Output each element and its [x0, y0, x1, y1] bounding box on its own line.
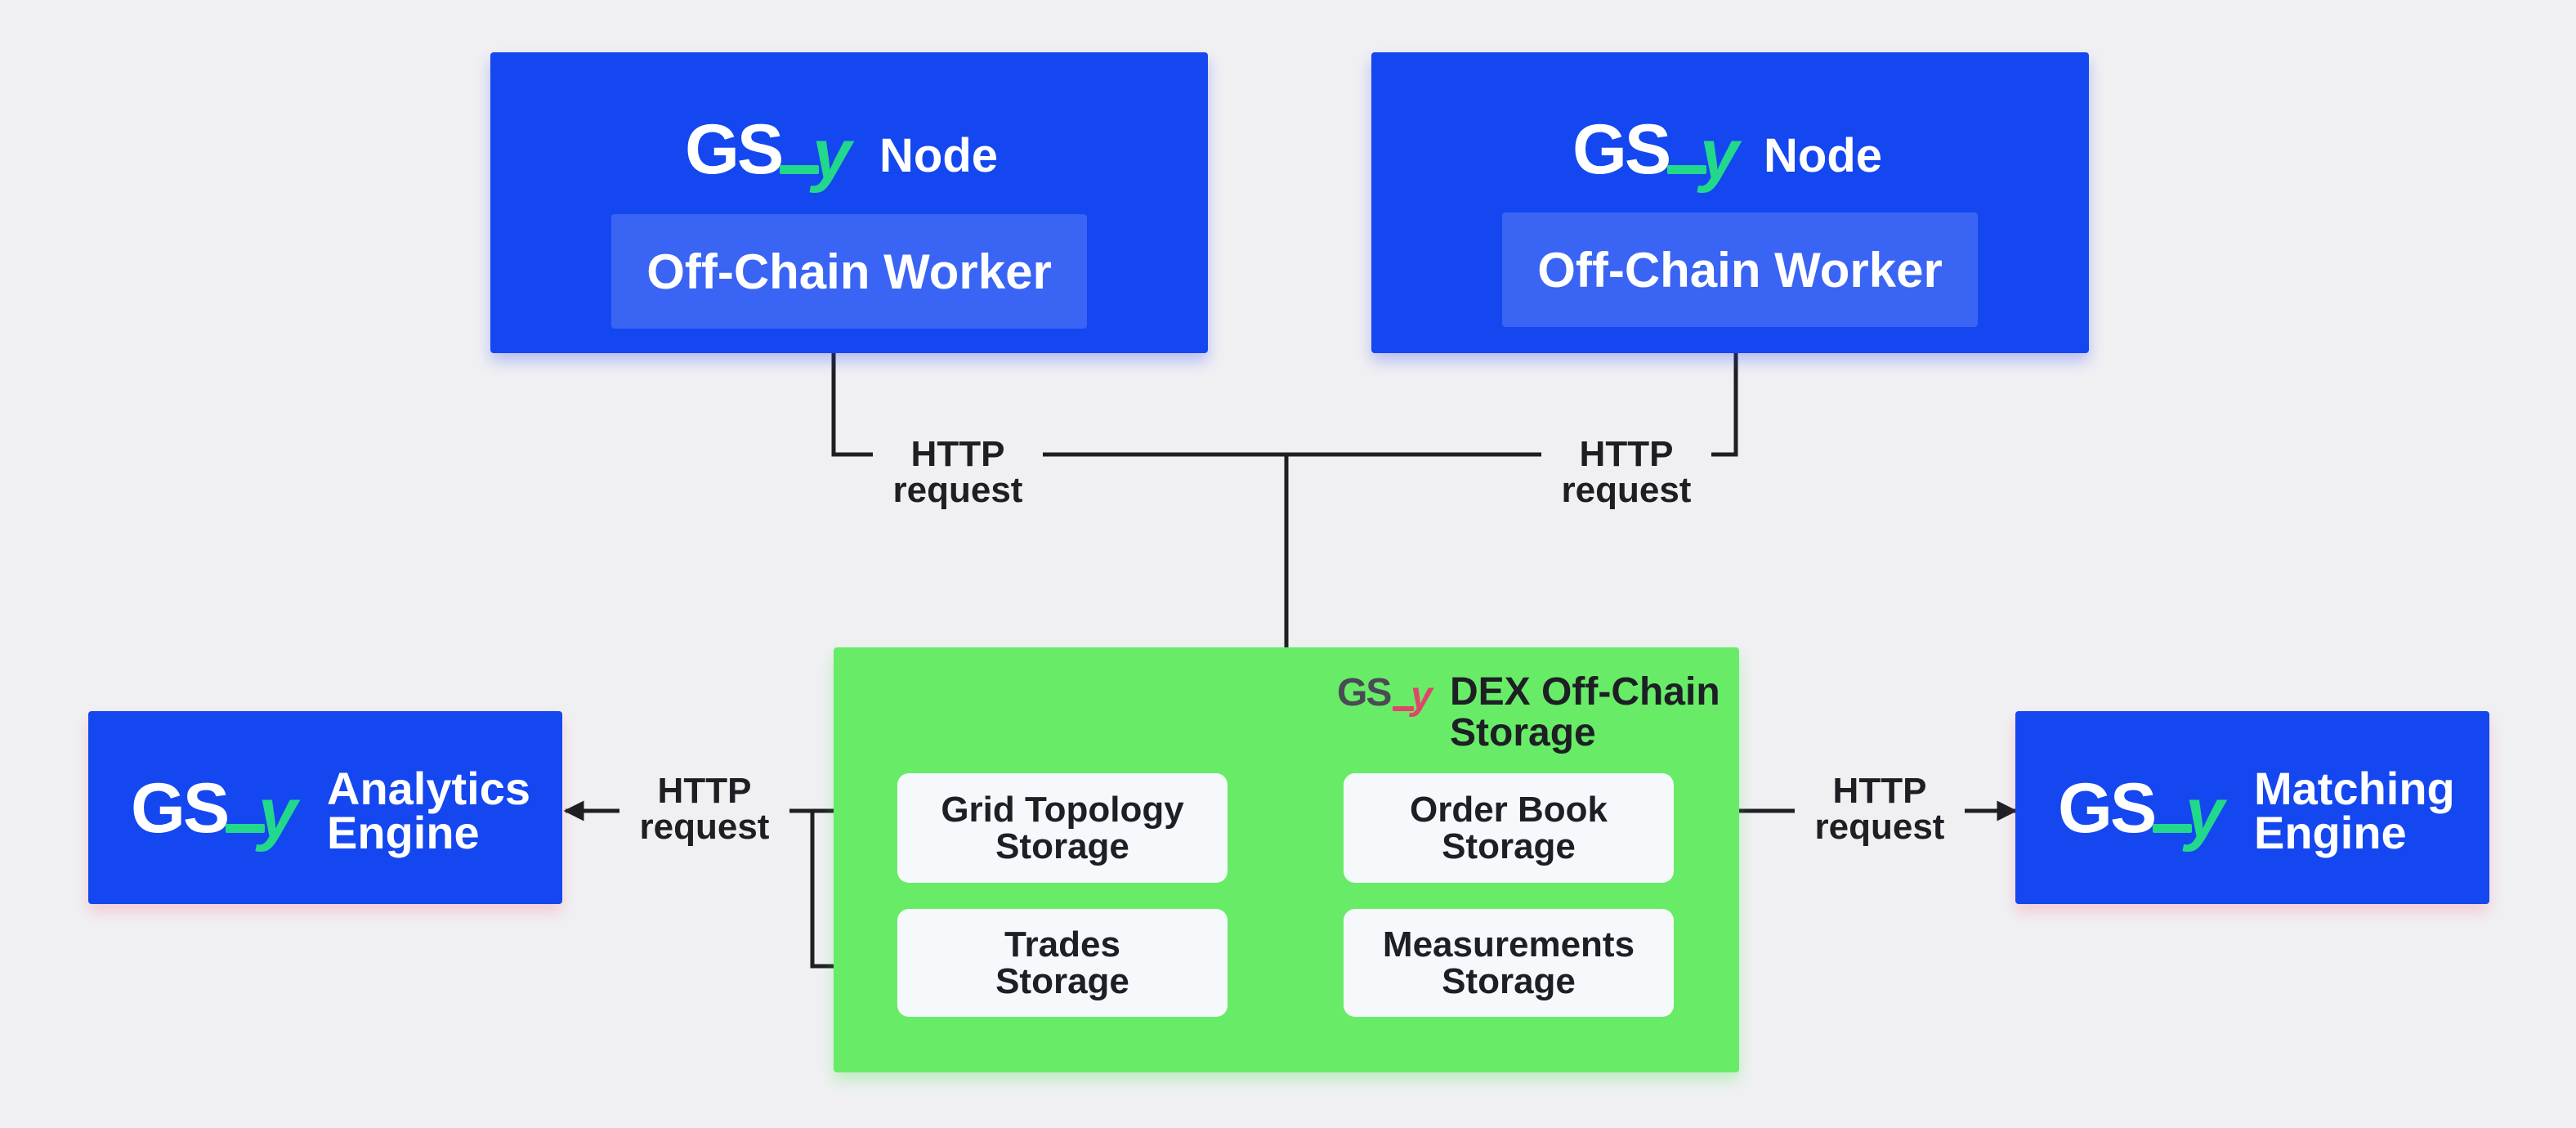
store-line: Measurements	[1382, 924, 1635, 965]
logo-dash	[226, 824, 265, 833]
logo-text: GS	[685, 110, 784, 189]
logo-dash	[1393, 706, 1414, 711]
title-line: DEX Off-Chain	[1450, 670, 1720, 714]
node-box-right: GS y Node Off-Chain Worker	[1371, 52, 2089, 353]
label-line: request	[1814, 807, 1945, 847]
off-chain-worker-right: Off-Chain Worker	[1502, 213, 1978, 327]
node-box-left: GS y Node Off-Chain Worker	[490, 52, 1208, 353]
label-line: request	[1561, 470, 1692, 510]
http-label-matching: HTTP request	[1795, 773, 1965, 845]
logo-text: GS	[2058, 769, 2157, 848]
matching-engine-title: Matching Engine	[2254, 763, 2455, 858]
label-line: request	[892, 470, 1023, 510]
title-line: Engine	[2254, 807, 2407, 858]
title-line: Engine	[327, 807, 480, 858]
store-line: Storage	[1442, 961, 1576, 1001]
dex-storage-title: DEX Off-Chain Storage	[1450, 672, 1720, 754]
store-line: Storage	[1442, 826, 1576, 866]
store-line: Storage	[995, 961, 1129, 1001]
label-line: HTTP	[1579, 434, 1674, 474]
label-line: request	[639, 807, 770, 847]
label-line: HTTP	[1832, 771, 1927, 811]
http-label-analytics: HTTP request	[619, 773, 789, 845]
gsy-logo: GS y	[2058, 769, 2233, 853]
logo-suffix: y	[1700, 115, 1739, 194]
gsy-logo: GS y	[131, 769, 306, 853]
node-title: Node	[1764, 129, 1882, 182]
logo-suffix: y	[1411, 674, 1433, 718]
store-line: Trades	[1004, 924, 1120, 965]
store-line: Storage	[995, 826, 1129, 866]
analytics-engine-title: Analytics Engine	[327, 763, 530, 858]
node-title: Node	[879, 129, 998, 182]
gsy-logo-small: GS y	[1337, 671, 1438, 718]
logo-text: GS	[1572, 110, 1671, 189]
title-line: Analytics	[327, 763, 530, 814]
logo-suffix: y	[812, 115, 852, 194]
matching-engine-box: GS y Matching Engine	[2015, 711, 2489, 904]
title-line: Storage	[1450, 711, 1596, 754]
store-line: Order Book	[1409, 790, 1608, 830]
gsy-logo: GS y	[1572, 110, 1747, 194]
gsy-logo: GS y	[685, 110, 860, 194]
logo-dash	[2153, 824, 2192, 833]
label-line: HTTP	[910, 434, 1005, 474]
title-line: Matching	[2254, 763, 2455, 814]
store-line: Grid Topology	[941, 790, 1184, 830]
logo-suffix: y	[2185, 774, 2225, 853]
logo-dash	[780, 165, 819, 174]
logo-text: GS	[131, 769, 230, 848]
logo-suffix: y	[258, 774, 297, 853]
http-label-right-node: HTTP request	[1541, 436, 1711, 508]
logo-text: GS	[1337, 671, 1392, 714]
off-chain-worker-left: Off-Chain Worker	[611, 214, 1087, 329]
logo-dash	[1667, 165, 1706, 174]
label-line: HTTP	[657, 771, 752, 811]
analytics-engine-box: GS y Analytics Engine	[88, 711, 562, 904]
http-label-left-node: HTTP request	[873, 436, 1043, 508]
